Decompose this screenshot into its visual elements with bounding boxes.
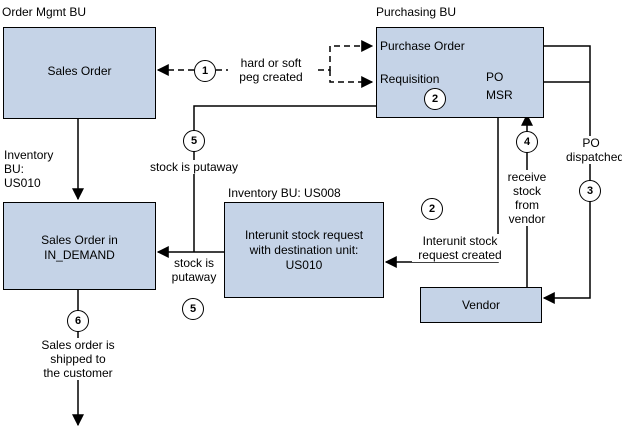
po-dispatched-label: PO dispatched <box>566 136 622 164</box>
interunit-request-box: Interunit stock request with destination… <box>224 202 384 298</box>
step-5-top-circle: 5 <box>183 130 205 152</box>
interunit-created-label: Interunit stock request created <box>412 234 508 262</box>
interunit-request-label: Interunit stock request with destination… <box>244 228 364 272</box>
stock-putaway-top-label: stock is putaway <box>142 160 246 174</box>
sales-order-box: Sales Order <box>3 27 156 119</box>
interunit-created-arrow <box>384 104 499 268</box>
inventory-bu-us008-label: Inventory BU: US008 <box>228 186 341 200</box>
peg-to-po-dashed <box>308 40 374 71</box>
requisition-label: Requisition <box>380 72 440 86</box>
step-2-interunit-circle: 2 <box>421 198 443 220</box>
peg-created-label: hard or soft peg created <box>228 56 314 84</box>
step-3-circle: 3 <box>579 180 601 202</box>
inventory-bu-us010-label: Inventory BU: US010 <box>4 148 54 190</box>
po-label: PO <box>486 70 504 84</box>
step-6-circle: 6 <box>67 310 89 332</box>
step-4-circle: 4 <box>516 131 538 153</box>
vendor-box: Vendor <box>420 287 542 323</box>
vendor-label: Vendor <box>461 298 501 312</box>
msr-label: MSR <box>486 88 513 102</box>
shipped-label: Sales order is shipped to the customer <box>28 338 128 380</box>
step-1-circle: 1 <box>194 60 216 82</box>
putaway-top-line <box>193 105 376 252</box>
sales-order-label: Sales Order <box>47 64 112 78</box>
order-mgmt-bu-label: Order Mgmt BU <box>2 5 87 19</box>
stock-putaway-bottom-label: stock is putaway <box>171 256 217 284</box>
peg-to-req-dashed <box>329 70 374 88</box>
purchasing-box: Purchase Order Requisition PO MSR <box>376 27 544 118</box>
sales-order-in-demand-label: Sales Order in IN_DEMAND <box>41 233 118 262</box>
purchasing-bu-label: Purchasing BU <box>376 5 457 19</box>
purchase-order-label: Purchase Order <box>380 39 465 53</box>
step-2-requisition-circle: 2 <box>424 88 446 110</box>
step-5-bottom-circle: 5 <box>182 298 204 320</box>
receive-stock-label: receive stock from vendor <box>504 170 550 226</box>
sales-order-in-demand-box: Sales Order in IN_DEMAND <box>3 202 156 290</box>
